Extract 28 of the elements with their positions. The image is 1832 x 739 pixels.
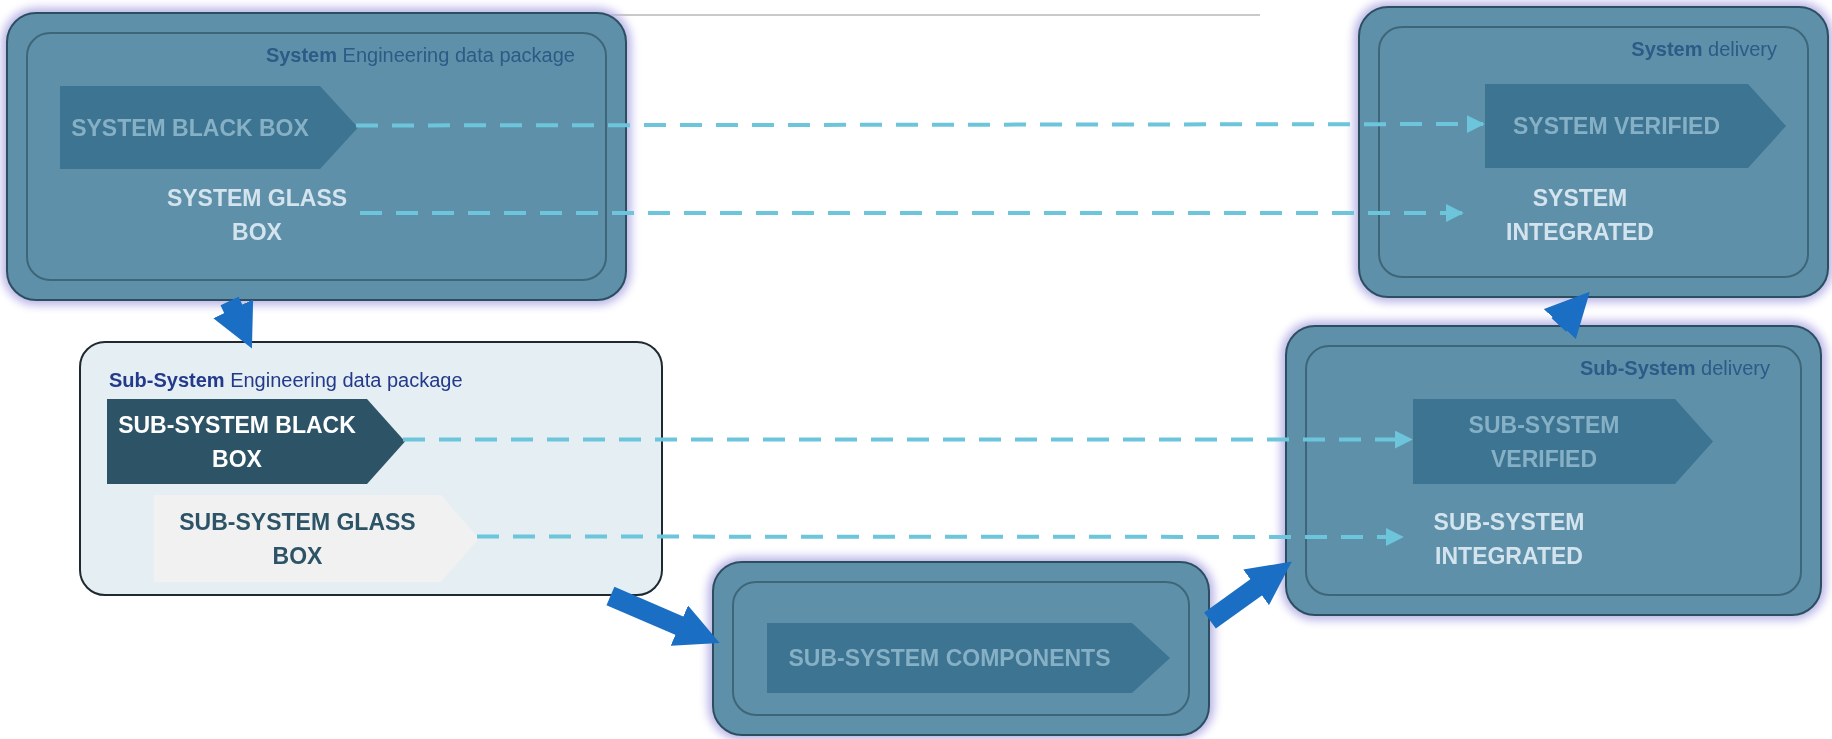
package-box — [712, 561, 1210, 736]
stage-text: SYSTEM INTEGRATED — [1505, 184, 1655, 247]
flow-arrow — [1543, 291, 1590, 340]
chevron-shape — [60, 86, 358, 169]
stage-text: SUB-SYSTEM VERIFIED — [1467, 410, 1621, 474]
package-box — [1358, 6, 1829, 298]
dashed-arrow — [356, 115, 1485, 133]
stage-text: SUB-SYSTEM GLASS BOX — [178, 507, 417, 571]
chevron-shape — [154, 495, 479, 582]
stage-text: SYSTEM VERIFIED — [1511, 112, 1721, 141]
package-panel — [79, 341, 663, 596]
flow-arrow — [606, 586, 720, 646]
stage-text: SUB-SYSTEM BLACK BOX — [117, 410, 357, 474]
chevron-shape — [1485, 84, 1786, 168]
flow-arrow — [213, 296, 254, 349]
dashed-arrow — [403, 430, 1413, 449]
stage-text: SUB-SYSTEM INTEGRATED — [1432, 508, 1586, 571]
package-heading: Sub-System Engineering data package — [109, 368, 464, 393]
dashed-arrow — [360, 204, 1464, 222]
chevron-shape — [1413, 399, 1713, 484]
stage-text: SUB-SYSTEM COMPONENTS — [787, 644, 1112, 673]
package-box — [6, 12, 627, 301]
stage-text: SYSTEM GLASS BOX — [165, 184, 349, 247]
stage-text: SYSTEM BLACK BOX — [70, 113, 310, 143]
chevron-shape — [107, 399, 405, 484]
package-box — [1285, 325, 1822, 616]
chevron-shape — [767, 623, 1170, 693]
dashed-arrow — [477, 528, 1404, 546]
